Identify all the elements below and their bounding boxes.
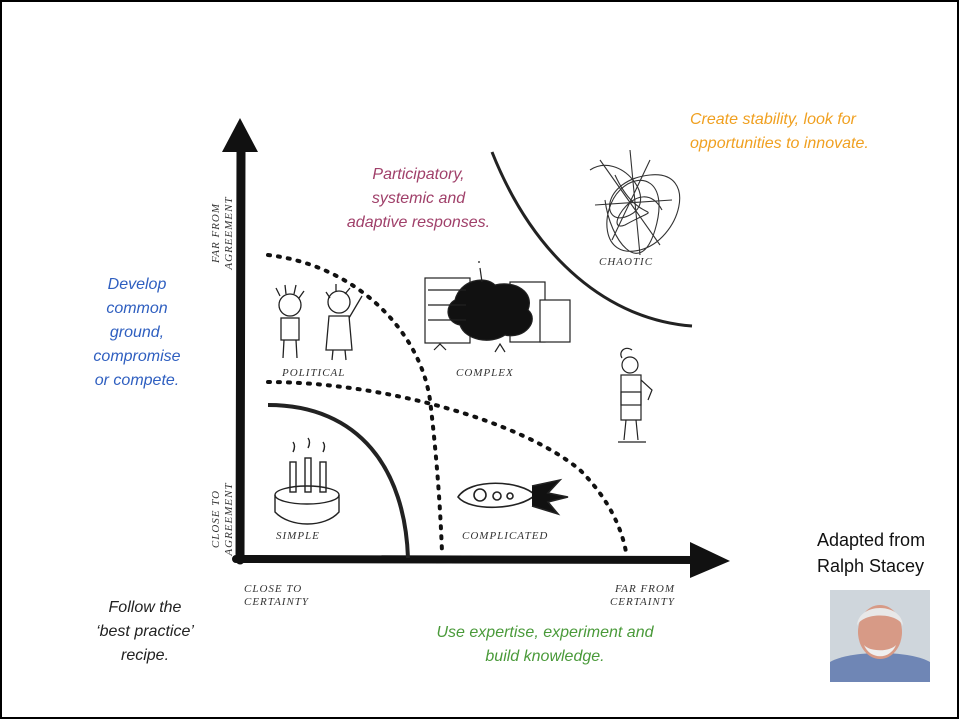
x-axis-arrowhead — [690, 542, 730, 578]
x-axis-left-label: CLOSE TO CERTAINTY — [244, 583, 310, 608]
zone-label-political: POLITICAL — [282, 367, 346, 379]
political-figures-illustration — [275, 284, 363, 361]
complex-boundary-lower — [266, 380, 628, 554]
x-axis-right-label: FAR FROM CERTAINTY — [609, 583, 675, 608]
x-axis-line — [232, 555, 704, 564]
y-axis-bottom-label: CLOSE TO AGREEMENT — [210, 482, 235, 556]
chaotic-advice-text: Create stability, look for opportunities… — [690, 111, 869, 152]
y-axis-line — [235, 145, 246, 565]
y-axis-arrowhead — [222, 118, 258, 152]
zone-label-complex: COMPLEX — [456, 367, 514, 379]
cake-illustration — [274, 437, 340, 525]
simple-advice-text: Follow the ‘best practice’ recipe. — [96, 599, 194, 664]
ralph-stacey-portrait — [830, 590, 930, 682]
zone-label-complicated: COMPLICATED — [462, 530, 549, 542]
chaotic-scribble-illustration — [589, 149, 681, 256]
zone-label-chaotic: CHAOTIC — [599, 256, 654, 268]
zone-label-simple: SIMPLE — [276, 530, 320, 542]
simple-boundary — [267, 403, 410, 559]
standing-figure-illustration — [618, 347, 653, 443]
chaotic-boundary — [490, 151, 693, 328]
complex-advice-text: Participatory, systemic and adaptive res… — [346, 166, 491, 231]
rocket-illustration — [457, 478, 569, 516]
political-advice-text: Develop common ground, compromise or com… — [93, 276, 181, 389]
complex-boundary-upper — [266, 253, 444, 554]
credit-text: Adapted from Ralph Stacey — [817, 530, 926, 576]
y-axis-top-label: FAR FROM AGREEMENT — [210, 196, 235, 270]
city-illustration — [424, 261, 571, 353]
complicated-advice-text: Use expertise, experiment and build know… — [436, 624, 654, 665]
